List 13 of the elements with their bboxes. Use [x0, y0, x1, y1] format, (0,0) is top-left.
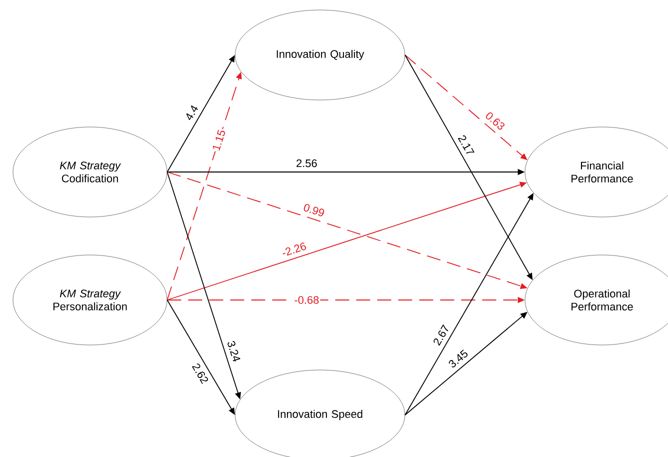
- edge-label: 2.56: [296, 159, 317, 168]
- edge-label: 3.24: [228, 341, 240, 362]
- edge-label: 0.99: [304, 204, 324, 216]
- edge-label: 3.45: [448, 350, 468, 368]
- edge-label: 1.15: [210, 128, 228, 153]
- ellipse-node: Innovation Quality: [234, 10, 406, 100]
- edge-label: -2.26: [282, 242, 306, 256]
- edge-label: -0.68: [293, 295, 320, 305]
- ellipse-node: KM Strategy Codification: [12, 126, 168, 218]
- ellipse-node: KM Strategy Personalization: [12, 254, 168, 346]
- edge-label: 0.63: [486, 112, 504, 130]
- edge-label: 2.17: [458, 135, 474, 154]
- edge-label: 4.4: [186, 105, 198, 120]
